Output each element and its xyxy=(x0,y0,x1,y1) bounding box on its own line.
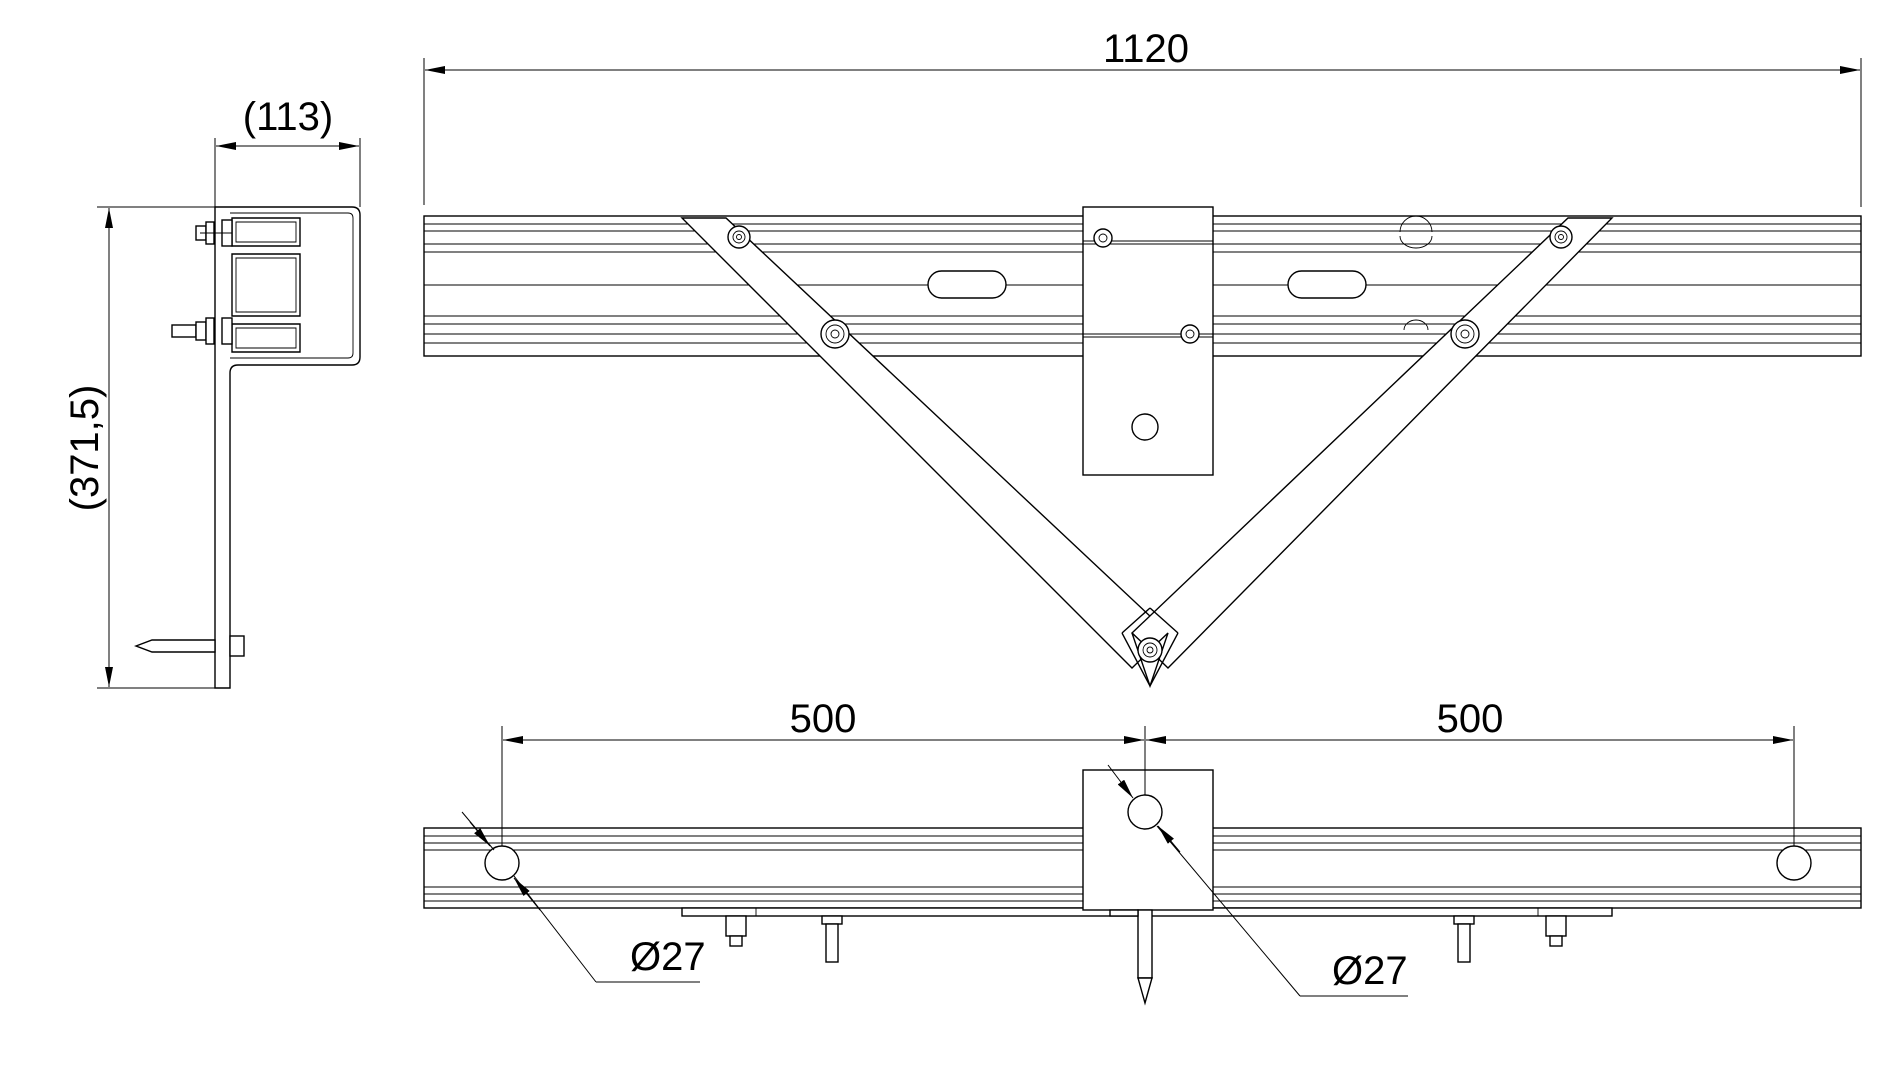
slot-left xyxy=(927,270,1007,299)
hole-left xyxy=(484,845,520,881)
dim-hole-center-label: Ø27 xyxy=(1332,949,1408,993)
clamp-hole xyxy=(1131,413,1159,441)
side-bolt-upper xyxy=(195,219,233,247)
brace-right-arm xyxy=(1130,217,1614,669)
side-anchor-spike xyxy=(134,635,245,657)
side-bolt-middle xyxy=(171,317,233,345)
slot-right xyxy=(1287,270,1367,299)
hole-center xyxy=(1127,794,1163,830)
dim-length-label: 1120 xyxy=(1103,27,1189,71)
front-fasteners xyxy=(725,909,1567,1006)
front-view: 500 500 Ø27 Ø27 xyxy=(423,697,1862,1006)
dim-left-spacing-label: 500 xyxy=(790,697,857,741)
dim-hole-left-label: Ø27 xyxy=(630,935,706,979)
dim-depth-label: (113) xyxy=(243,95,333,139)
front-center-clamp xyxy=(1082,769,1214,911)
side-view: (113) (371,5) xyxy=(63,95,361,689)
hole-right xyxy=(1776,845,1812,881)
top-view: 1120 xyxy=(423,27,1862,689)
dim-height-label: (371,5) xyxy=(63,385,107,512)
dim-right-spacing-label: 500 xyxy=(1437,697,1504,741)
brace-bolts xyxy=(727,225,1573,663)
